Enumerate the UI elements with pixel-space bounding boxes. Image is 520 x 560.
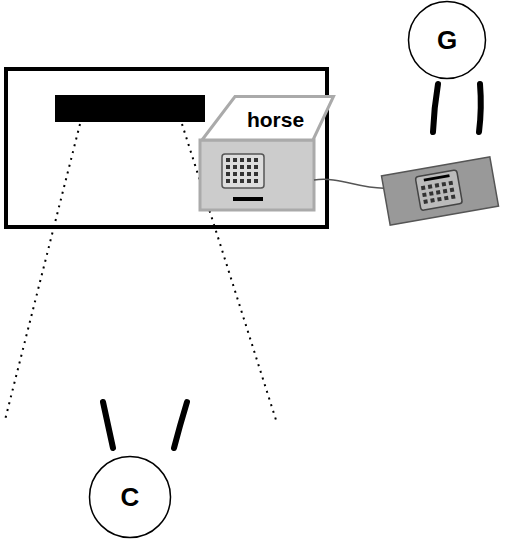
hand [479, 84, 481, 132]
node-label: C [121, 482, 140, 513]
device-screen: horse [200, 95, 335, 140]
device-front [200, 140, 314, 210]
view-line [182, 124, 276, 420]
spacebar [233, 197, 263, 201]
node-label: G [437, 25, 457, 56]
person-circle: G [407, 0, 487, 80]
node-label: horse [247, 108, 304, 132]
tablet [381, 157, 498, 225]
person-circle: C [88, 455, 172, 539]
cable [314, 179, 388, 188]
frame [6, 69, 327, 227]
view-line [5, 124, 80, 420]
screen-bar [55, 95, 205, 122]
hand [174, 402, 187, 448]
hand [433, 84, 438, 132]
keypad [222, 154, 264, 188]
keypad-keys [226, 158, 258, 183]
hand [103, 402, 113, 448]
